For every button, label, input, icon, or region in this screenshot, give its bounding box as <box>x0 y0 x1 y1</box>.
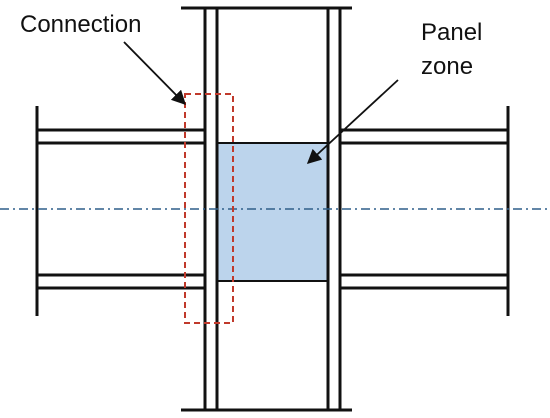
panel-zone-label-line2: zone <box>421 53 473 80</box>
continuity-plates <box>217 142 328 282</box>
panel-zone-arrow <box>306 79 399 164</box>
panel-zone-label-line1: Panel <box>421 19 482 46</box>
beam-left <box>35 106 205 316</box>
connection-label: Connection <box>20 11 141 38</box>
panel-zone-fill <box>216 142 329 282</box>
connection-region-box <box>184 93 234 324</box>
connection-arrow <box>123 41 187 106</box>
beam-right <box>340 106 510 316</box>
